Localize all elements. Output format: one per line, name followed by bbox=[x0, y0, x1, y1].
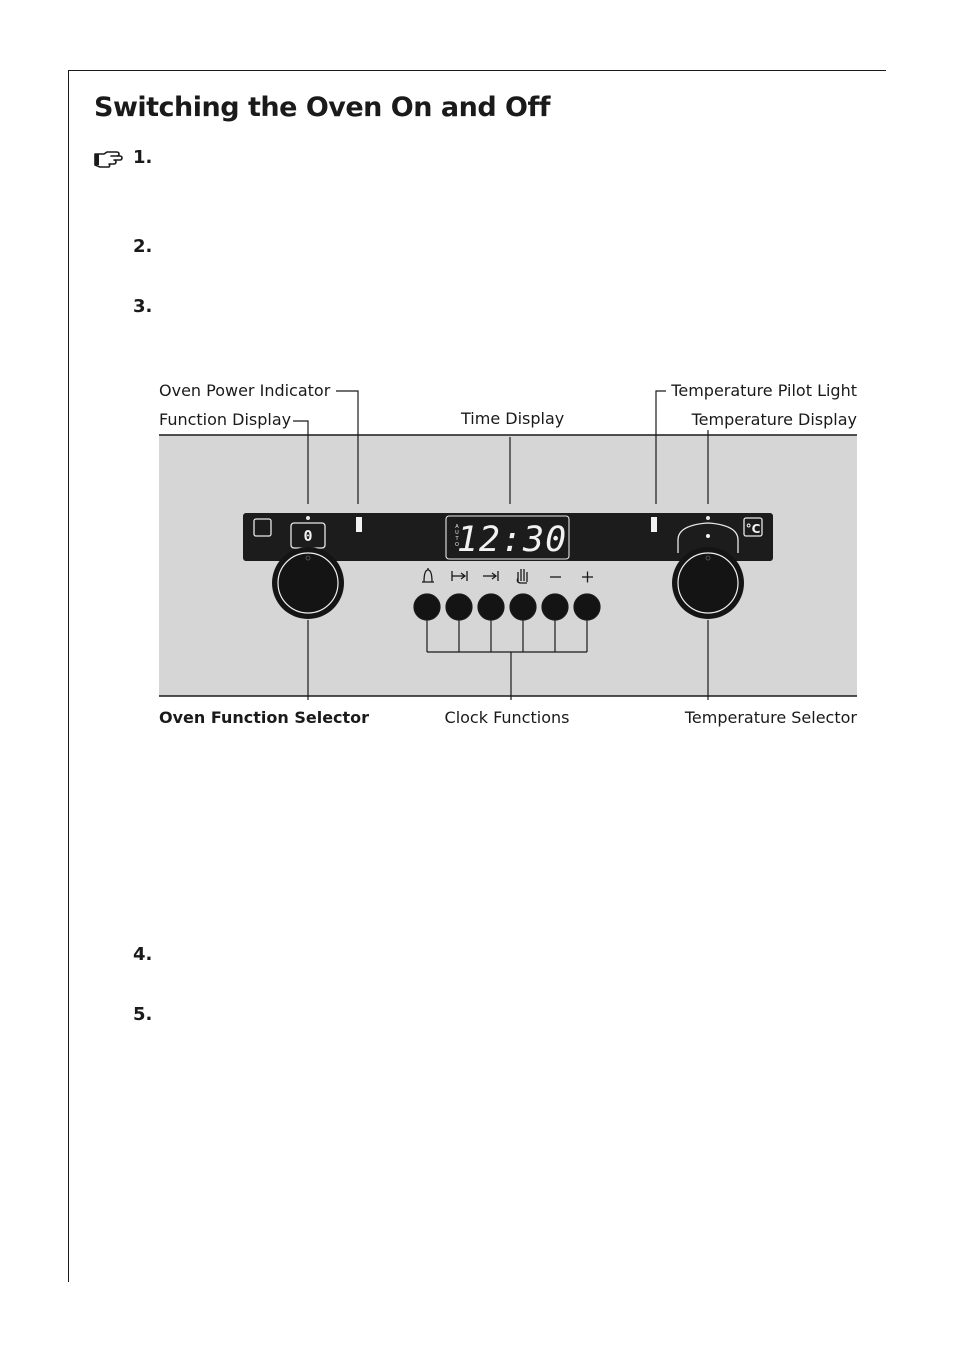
duration-button[interactable] bbox=[445, 593, 473, 621]
svg-text:A: A bbox=[455, 524, 459, 530]
main-switch-button[interactable] bbox=[253, 518, 272, 537]
function-display-value: 0 bbox=[303, 527, 312, 545]
time-display-value: 12:30 bbox=[457, 520, 567, 560]
time-display-label: Time Display bbox=[460, 409, 564, 428]
temperature-display-label: Temperature Display bbox=[691, 410, 857, 429]
pointing-hand-icon bbox=[94, 151, 123, 168]
auto-indicator: A U T O bbox=[454, 524, 459, 548]
temperature-pilot-light-label: Temperature Pilot Light bbox=[670, 381, 857, 400]
bottom-leader-lines bbox=[307, 620, 709, 700]
oven-function-selector-knob[interactable] bbox=[272, 547, 344, 619]
oven-power-indicator-label: Oven Power Indicator bbox=[159, 381, 331, 400]
page-left-rule bbox=[68, 70, 69, 1282]
page-top-rule bbox=[68, 70, 886, 71]
alarm-button[interactable] bbox=[413, 593, 441, 621]
temperature-selector-label: Temperature Selector bbox=[684, 708, 858, 727]
temperature-display bbox=[677, 522, 739, 553]
manual-hand-icon bbox=[516, 569, 528, 584]
oven-power-indicator bbox=[356, 517, 362, 532]
control-panel-diagram: Oven Power Indicator Function Display Ti… bbox=[159, 381, 858, 727]
oven-function-selector-label: Oven Function Selector bbox=[159, 708, 369, 727]
temperature-pilot-light bbox=[651, 517, 657, 532]
bell-icon bbox=[422, 568, 434, 583]
celsius-indicator bbox=[743, 517, 763, 537]
svg-text:T: T bbox=[454, 536, 459, 542]
celsius-unit: °C bbox=[746, 522, 761, 536]
control-panel-background bbox=[159, 435, 857, 696]
step-number-2: 2. bbox=[133, 236, 153, 257]
svg-text:U: U bbox=[455, 530, 459, 536]
step-number-1: 1. bbox=[133, 147, 153, 168]
manual-button[interactable] bbox=[509, 593, 537, 621]
function-display-label: Function Display bbox=[159, 410, 291, 429]
time-display bbox=[445, 515, 570, 560]
plus-button[interactable] bbox=[573, 593, 601, 621]
temperature-selector-knob[interactable] bbox=[672, 547, 744, 619]
minus-button[interactable] bbox=[541, 593, 569, 621]
step-number-4: 4. bbox=[133, 944, 153, 965]
svg-text:O: O bbox=[455, 542, 459, 548]
duration-icon bbox=[451, 571, 468, 581]
end-time-button[interactable] bbox=[477, 593, 505, 621]
end-time-icon bbox=[483, 571, 499, 581]
step-number-3: 3. bbox=[133, 296, 153, 317]
clock-button-icons bbox=[422, 568, 593, 584]
top-leader-lines bbox=[293, 390, 709, 504]
clock-functions-label: Clock Functions bbox=[445, 708, 570, 727]
step-number-5: 5. bbox=[133, 1004, 153, 1025]
plus-icon bbox=[582, 571, 593, 583]
page-title: Switching the Oven On and Off bbox=[94, 92, 551, 123]
